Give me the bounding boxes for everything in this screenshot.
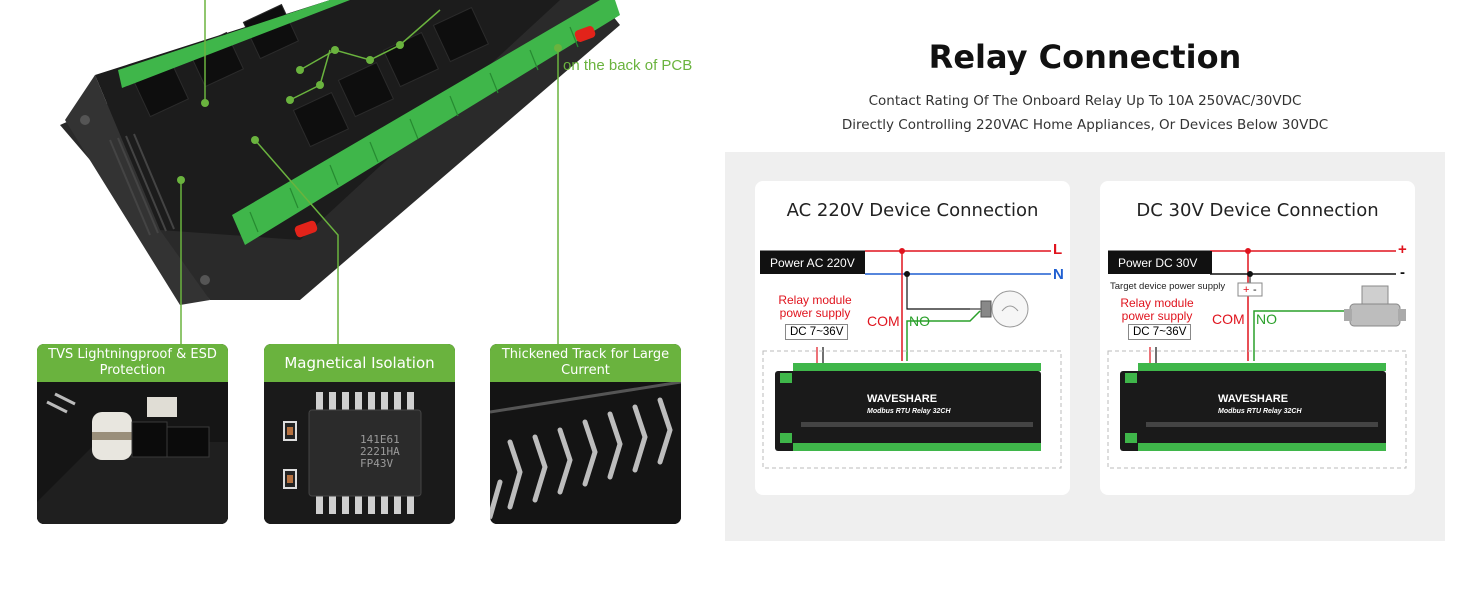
dc-line-plus: + <box>1398 241 1407 258</box>
ac-card-title: AC 220V Device Connection <box>786 200 1039 221</box>
relay-board-illustration <box>60 0 620 345</box>
dc-com-label: COM <box>1212 311 1245 327</box>
pcb-track-photo <box>490 382 681 524</box>
ac-no-label: NO <box>909 313 930 329</box>
back-of-pcb-label: on the back of PCB <box>563 57 693 74</box>
solenoid-valve-icon <box>1344 285 1406 327</box>
ac-power-label: Power AC 220V <box>760 251 865 274</box>
ac-module-supply-label: Relay module power supply <box>778 293 852 320</box>
dc-target-supply-label: Target device power supply <box>1110 281 1226 292</box>
ac-line-n: N <box>1053 266 1064 283</box>
chip-markings: 141E61 2221HA FP43V <box>360 434 400 470</box>
dc-line-minus: - <box>1400 264 1405 281</box>
dc-wiring-diagram: + - <box>1107 248 1407 469</box>
product-photo-area: on the back of PCB TVS Lightningproof & … <box>0 0 710 600</box>
svg-text:+: + <box>1243 284 1249 296</box>
feature-card-isolation: Magnetical Isolation 141E61 2221HA FP43V <box>264 344 455 524</box>
ac-com-label: COM <box>867 313 900 329</box>
feature-title-isolation: Magnetical Isolation <box>264 344 455 382</box>
ac-wiring-diagram <box>760 248 1062 469</box>
isolation-chip-photo <box>264 382 455 524</box>
tvs-component-photo <box>37 382 228 524</box>
subtitle-line: Contact Rating Of The Onboard Relay Up T… <box>868 93 1302 109</box>
dc-connection-card: DC 30V Device Connection + - Power DC 30… <box>1100 181 1415 495</box>
subtitle-line: Directly Controlling 220VAC Home Applian… <box>841 117 1329 133</box>
svg-text:-: - <box>1253 284 1257 296</box>
chip-marking-line: FP43V <box>360 457 394 470</box>
chip-marking-line: 141E61 <box>360 433 400 446</box>
dc-card-title: DC 30V Device Connection <box>1136 200 1379 221</box>
ac-module-model: Modbus RTU Relay 32CH <box>867 408 951 415</box>
ac-dc-range: DC 7~36V <box>785 324 849 340</box>
feature-card-tvs: TVS Lightningproof & ESD Protection <box>37 344 228 524</box>
chip-marking-line: 2221HA <box>360 445 400 458</box>
dc-module-model: Modbus RTU Relay 32CH <box>1218 408 1302 415</box>
light-bulb-icon <box>970 290 1029 328</box>
ac-connection-card: AC 220V Device Connection Power AC 220V … <box>755 181 1070 495</box>
feature-title-tvs: TVS Lightningproof & ESD Protection <box>37 344 228 382</box>
dc-no-label: NO <box>1256 311 1277 327</box>
dc-power-label: Power DC 30V <box>1108 251 1212 274</box>
section-title: Relay Connection <box>928 38 1242 76</box>
feature-card-track: Thickened Track for Large Current <box>490 344 681 524</box>
dc-dc-range: DC 7~36V <box>1128 324 1192 340</box>
ac-line-l: L <box>1053 241 1063 258</box>
feature-title-track: Thickened Track for Large Current <box>490 344 681 382</box>
dc-module-brand: WAVESHARE <box>1218 393 1289 405</box>
ac-module-brand: WAVESHARE <box>867 393 938 405</box>
dc-module-supply-label: Relay module power supply <box>1120 296 1194 323</box>
